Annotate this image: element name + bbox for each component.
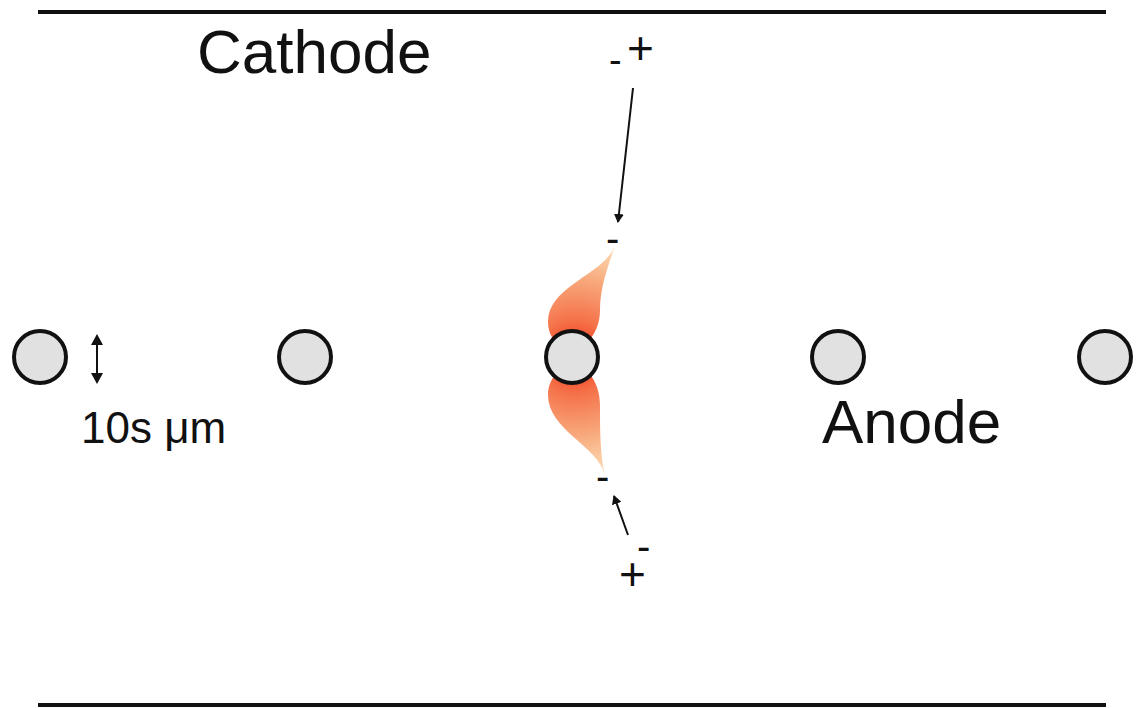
charge-sign: -: [596, 456, 609, 496]
bottom-plate: [38, 703, 1106, 707]
wire: [546, 331, 598, 383]
dimension-arrow: [96, 345, 98, 373]
charge-sign: +: [627, 25, 654, 71]
cathode-plate: [38, 10, 1106, 14]
wire: [279, 331, 331, 383]
charge-sign: -: [606, 218, 619, 258]
wire: [812, 331, 864, 383]
charge-sign: -: [609, 41, 622, 79]
electrode-label: Anode: [822, 391, 1001, 453]
wire: [1079, 331, 1131, 383]
drift-arrow: [614, 496, 628, 535]
dimension-label: 10s μm: [81, 406, 226, 450]
wire: [14, 331, 66, 383]
charge-sign: +: [619, 551, 646, 597]
drift-arrow: [618, 88, 633, 222]
electrode-label: Cathode: [197, 21, 431, 83]
wire-row: [14, 331, 1131, 383]
